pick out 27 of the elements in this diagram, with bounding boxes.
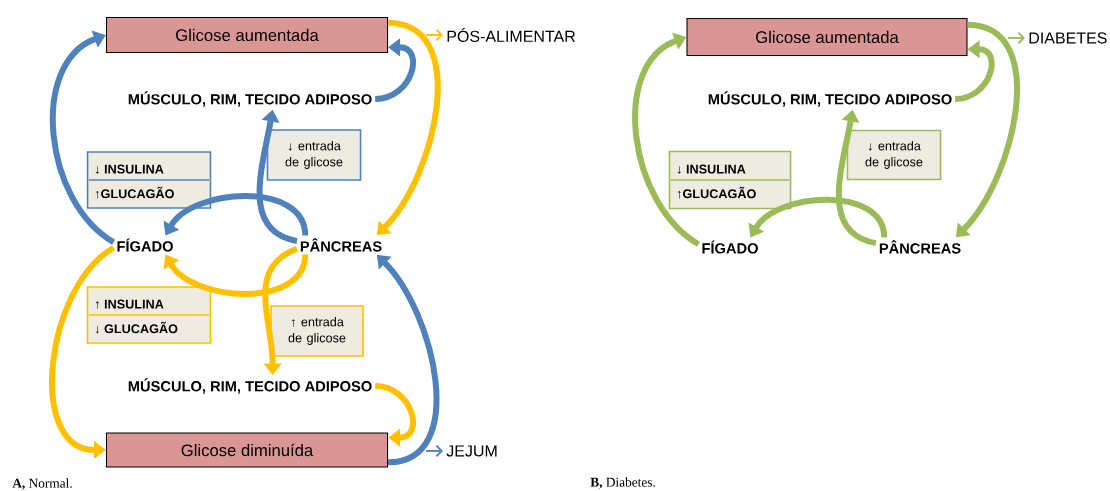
organ-label: FÍGADO: [702, 240, 758, 254]
curved-arrow: [632, 32, 701, 247]
glucose-box: Glicose diminuída: [105, 432, 389, 468]
note-box: ↓ entrada de glicose: [846, 129, 942, 181]
state-label: JEJUM: [446, 445, 497, 457]
glucose-box: Glicose aumentada: [105, 17, 389, 53]
organ-label: FÍGADO: [117, 238, 173, 252]
hormone-box: ↓ INSULINA ↑GLUCAGÃO: [86, 151, 212, 209]
note-box: ↑ entrada de glicose: [270, 305, 364, 357]
organ-label: MÚSCULO, RIM, TECIDO ADIPOSO: [128, 378, 372, 394]
curved-arrow: [163, 254, 309, 297]
curved-arrow: [163, 193, 309, 236]
curved-arrow: [374, 383, 416, 447]
hormone-box: ↓ INSULINA ↑GLUCAGÃO: [668, 150, 792, 210]
state-label: DIABETES: [1029, 32, 1107, 44]
note-box: ↓ entrada de glicose: [266, 129, 362, 181]
curved-arrow: [50, 30, 116, 245]
organ-label: PÂNCREAS: [300, 238, 382, 252]
panel-caption: A, Normal.: [12, 478, 72, 490]
state-label: PÓS-ALIMENTAR: [447, 28, 576, 42]
panel-caption: B, Diabetes.: [590, 477, 655, 489]
glucose-box: Glicose aumentada: [686, 17, 968, 57]
hormone-box: ↑ INSULINA ↓ GLUCAGÃO: [86, 286, 212, 344]
organ-label: MÚSCULO, RIM, TECIDO ADIPOSO: [708, 91, 952, 107]
curved-arrow: [748, 196, 888, 238]
organ-label: MÚSCULO, RIM, TECIDO ADIPOSO: [128, 91, 372, 107]
organ-label: PÂNCREAS: [879, 240, 961, 254]
